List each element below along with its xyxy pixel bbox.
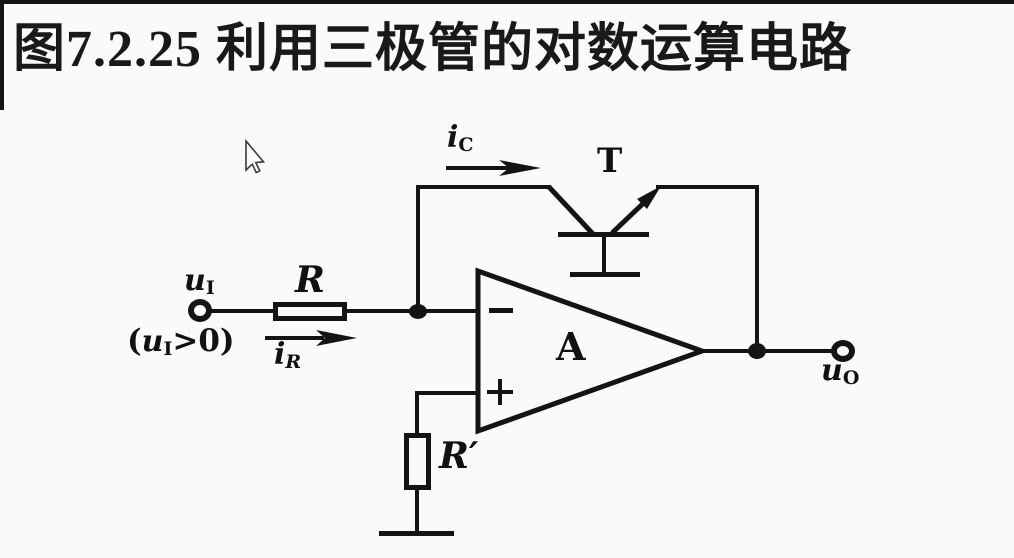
wire-rprime-to-ground — [415, 490, 419, 533]
opamp-gain-label: A — [556, 324, 586, 369]
wire-noninverting-vertical — [415, 393, 419, 433]
resistor-current-sub: R — [285, 351, 302, 374]
transistor-base-bar — [558, 232, 649, 237]
wire-noninverting-horizontal — [415, 391, 478, 395]
wire-output — [700, 349, 834, 353]
frame-top-border — [0, 0, 1014, 4]
condition-open: ( — [127, 323, 142, 359]
condition-var: u — [141, 324, 164, 359]
mouse-cursor-icon — [245, 138, 266, 174]
input-terminal — [188, 299, 212, 322]
wire-feedback-right-vertical — [755, 187, 759, 353]
input-voltage-label: uI — [184, 266, 215, 298]
condition-sub: I — [163, 338, 173, 361]
resistor-current-base: i — [274, 337, 286, 372]
feedback-resistor-label: R′ — [439, 435, 479, 477]
resistor-R-prime — [404, 433, 431, 490]
opamp-inverting-sign — [489, 308, 513, 313]
wire-input-to-resistor — [210, 309, 274, 313]
opamp-noninverting-sign-vertical — [498, 379, 502, 405]
frame-left-border — [0, 0, 4, 110]
condition-close: >0) — [172, 323, 235, 359]
output-voltage-base: u — [821, 353, 843, 388]
transistor-label: T — [597, 141, 623, 181]
collector-current-sub: C — [458, 134, 474, 157]
junction-dot-inverting-node — [409, 304, 427, 319]
input-resistor-label: R — [295, 259, 325, 301]
opamp-triangle — [475, 267, 710, 435]
transistor-emitter-arrow-icon — [637, 186, 661, 209]
junction-dot-output-node — [748, 343, 766, 359]
input-voltage-sub: I — [205, 277, 215, 300]
resistor-current-label: iR — [274, 340, 301, 372]
figure-title: 图7.2.25 利用三极管的对数运算电路 — [13, 21, 853, 78]
rprime-ground-bar — [379, 531, 454, 536]
output-voltage-sub: O — [842, 367, 860, 390]
collector-current-label: iC — [447, 123, 474, 155]
wire-feedback-left-vertical — [416, 187, 420, 313]
resistor-current-arrow-icon — [316, 330, 357, 346]
input-condition-label: (uI>0) — [127, 326, 235, 359]
collector-current-base: i — [447, 120, 459, 155]
input-voltage-base: u — [184, 263, 206, 298]
transistor-collector-lead — [547, 185, 595, 236]
base-ground-bar — [570, 272, 640, 277]
transistor-base-lead — [602, 236, 606, 274]
output-terminal — [831, 340, 855, 362]
output-voltage-label: uO — [821, 356, 859, 388]
wire-feedback-top-right — [656, 185, 759, 189]
resistor-R — [273, 302, 347, 321]
collector-current-arrow-icon — [499, 160, 541, 176]
wire-feedback-top-left — [416, 185, 551, 189]
